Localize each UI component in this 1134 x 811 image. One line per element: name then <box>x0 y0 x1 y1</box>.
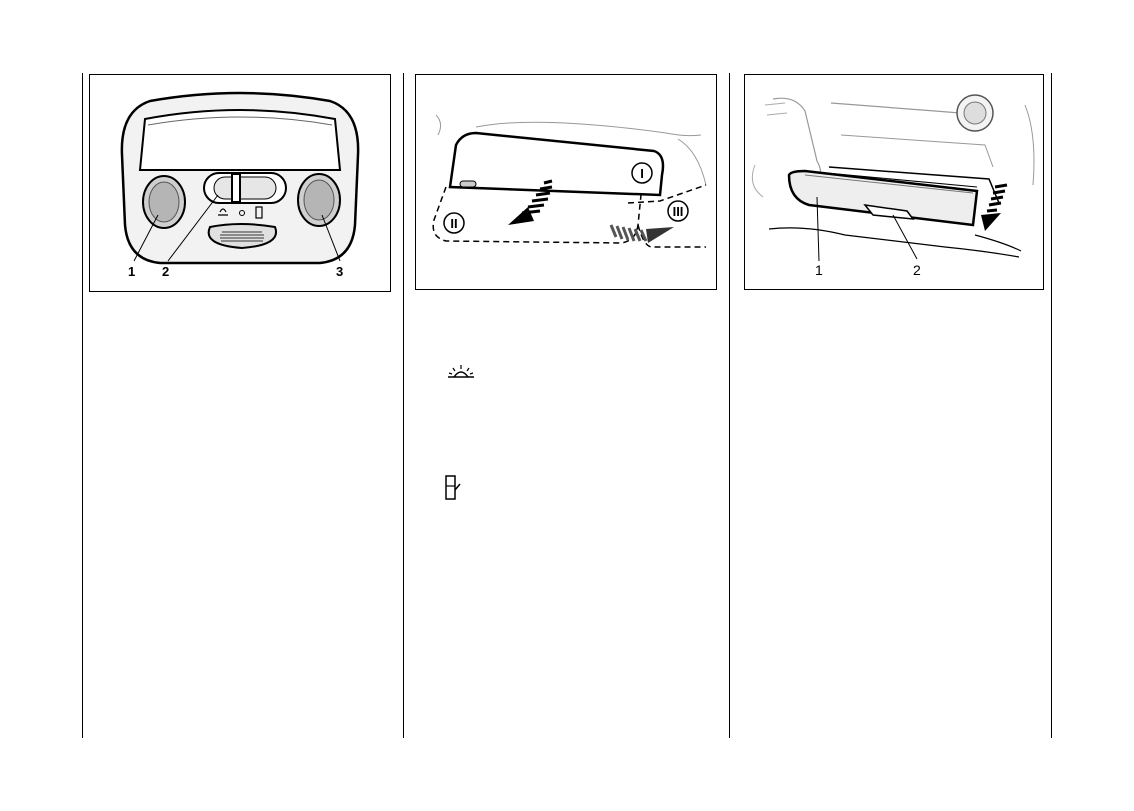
column-divider-center-right <box>729 73 730 738</box>
figure-sun-visor: I II III <box>415 74 717 290</box>
glove-callout-2: 2 <box>913 262 921 278</box>
position-label-2: II <box>450 216 457 231</box>
position-label-1: I <box>640 166 644 181</box>
glove-box-illustration: 1 2 <box>745 75 1043 289</box>
figure-roof-console: 1 2 3 <box>89 74 391 292</box>
sun-visor-position-1 <box>450 133 663 195</box>
glove-callout-1: 1 <box>815 262 823 278</box>
callout-1: 1 <box>128 264 135 279</box>
console-grille <box>209 224 276 248</box>
sun-visor-illustration: I II III <box>416 75 716 289</box>
roof-console-illustration: 1 2 3 <box>90 75 390 291</box>
column-divider-left <box>82 73 83 738</box>
column-divider-center-left <box>403 73 404 738</box>
callout-2: 2 <box>162 264 169 279</box>
motion-arrow-side <box>611 225 674 243</box>
callout-3: 3 <box>336 264 343 279</box>
console-recess <box>140 110 340 170</box>
position-label-3: III <box>673 204 684 219</box>
door-contact-icon <box>444 474 464 502</box>
column-divider-right <box>1051 73 1052 738</box>
open-direction-arrow <box>981 185 1007 231</box>
interior-light-on-icon <box>446 362 476 382</box>
callout-2-leader-glove <box>893 215 917 259</box>
figure-glove-box: 1 2 <box>744 74 1044 290</box>
